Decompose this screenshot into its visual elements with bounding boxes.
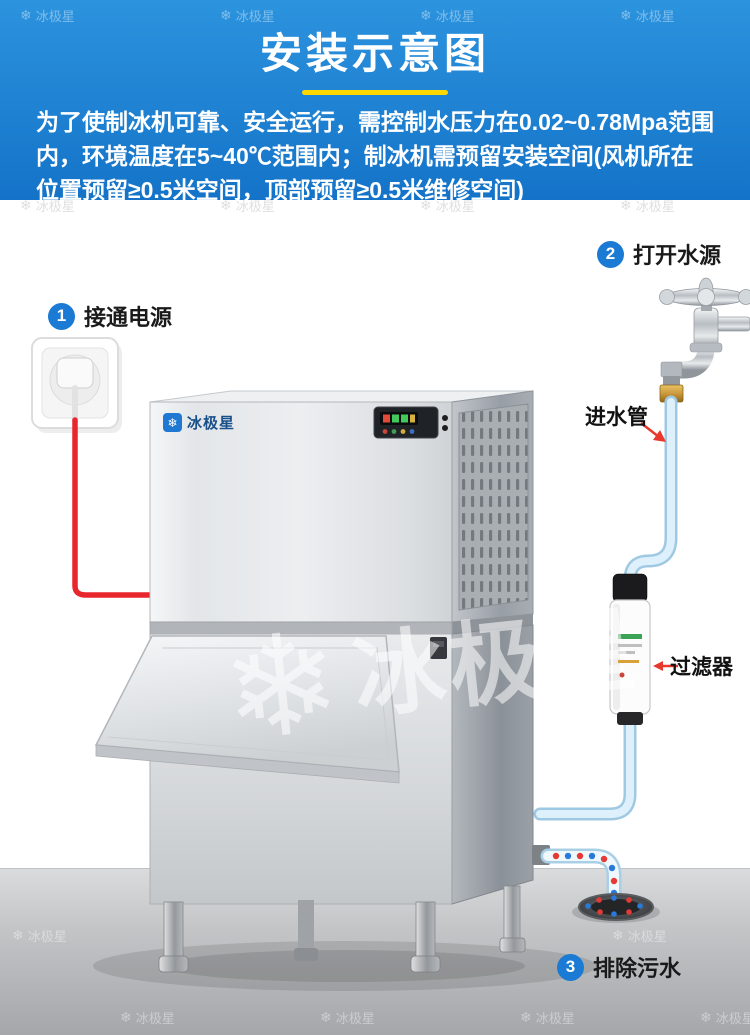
step-3-badge: 3 bbox=[557, 953, 584, 981]
control-panel bbox=[373, 406, 439, 439]
fan-grille bbox=[458, 403, 529, 611]
header: 安装示意图 为了使制冰机可靠、安全运行，需控制水压力在0.02~0.78Mpa范… bbox=[0, 0, 750, 203]
step-3-label: 排除污水 bbox=[593, 956, 682, 981]
brand-watermark: ❄冰极星 bbox=[612, 927, 667, 944]
snowflake-icon: ❄ bbox=[220, 197, 232, 213]
ice-machine bbox=[94, 390, 534, 973]
snowflake-icon: ❄ bbox=[612, 927, 624, 943]
brand-watermark: ❄冰极星 bbox=[420, 7, 475, 24]
inlet-pipe bbox=[623, 395, 678, 599]
filter-annotation: 过滤器 bbox=[670, 656, 733, 679]
snowflake-icon: ❄ bbox=[220, 7, 232, 23]
floor-drain bbox=[578, 893, 654, 921]
brand-watermark: ❄冰极星 bbox=[620, 197, 675, 214]
header-description: 为了使制冰机可靠、安全运行，需控制水压力在0.02~0.78Mpa范围内，环境温… bbox=[36, 109, 714, 203]
brand-watermark: ❄冰极星 bbox=[12, 927, 67, 944]
brand-watermark: ❄冰极星 bbox=[120, 1009, 175, 1026]
snowflake-icon: ❄ bbox=[20, 197, 32, 213]
step-1-connect-power: 1 接通电源 bbox=[48, 300, 172, 332]
brand-watermark: ❄冰极星 bbox=[320, 1009, 375, 1026]
step-1-badge: 1 bbox=[48, 302, 75, 330]
snowflake-icon: ❄ bbox=[20, 7, 32, 23]
inlet-pipe-lower bbox=[533, 709, 637, 821]
power-wire bbox=[72, 417, 157, 598]
snowflake-icon: ❄ bbox=[420, 197, 432, 213]
snowflake-icon: ❄ bbox=[620, 197, 632, 213]
wall-socket bbox=[31, 337, 122, 433]
snowflake-icon: ❄ bbox=[320, 1009, 332, 1025]
title-underline bbox=[302, 90, 448, 95]
snowflake-icon: ❄ bbox=[163, 413, 182, 432]
brand-watermark: ❄冰极星 bbox=[220, 197, 275, 214]
step-2-label: 打开水源 bbox=[633, 243, 722, 268]
step-2-open-water: 2 打开水源 bbox=[597, 238, 721, 270]
brand-watermark: ❄冰极星 bbox=[420, 197, 475, 214]
drain-hose bbox=[532, 845, 622, 908]
brand-watermark: ❄冰极星 bbox=[220, 7, 275, 24]
door-latch bbox=[430, 637, 447, 659]
snowflake-icon: ❄ bbox=[520, 1009, 532, 1025]
brand-watermark: ❄冰极星 bbox=[20, 7, 75, 24]
step-3-drain-waste: 3 排除污水 bbox=[557, 951, 681, 983]
inlet-pipe-annotation: 进水管 bbox=[585, 406, 648, 429]
snowflake-icon: ❄ bbox=[420, 7, 432, 23]
machine-brand-name: 冰极星 bbox=[187, 415, 236, 432]
faucet bbox=[659, 277, 750, 403]
machine-brand-logo: ❄ 冰极星 bbox=[163, 412, 235, 433]
snowflake-icon: ❄ bbox=[620, 7, 632, 23]
filter-arrow bbox=[653, 661, 678, 671]
inlet-pipe-arrow bbox=[640, 422, 666, 442]
brand-watermark: ❄冰极星 bbox=[20, 197, 75, 214]
page-title: 安装示意图 bbox=[259, 30, 490, 77]
brand-watermark: ❄冰极星 bbox=[700, 1009, 750, 1026]
snowflake-icon: ❄ bbox=[700, 1009, 712, 1025]
brand-watermark: ❄冰极星 bbox=[620, 7, 675, 24]
step-1-label: 接通电源 bbox=[84, 305, 173, 330]
machine-legs bbox=[158, 885, 526, 973]
water-filter bbox=[609, 573, 651, 725]
snowflake-icon: ❄ bbox=[12, 927, 24, 943]
brand-watermark: ❄冰极星 bbox=[520, 1009, 575, 1026]
bin-door bbox=[94, 635, 400, 784]
step-2-badge: 2 bbox=[597, 240, 624, 268]
snowflake-icon: ❄ bbox=[120, 1009, 132, 1025]
